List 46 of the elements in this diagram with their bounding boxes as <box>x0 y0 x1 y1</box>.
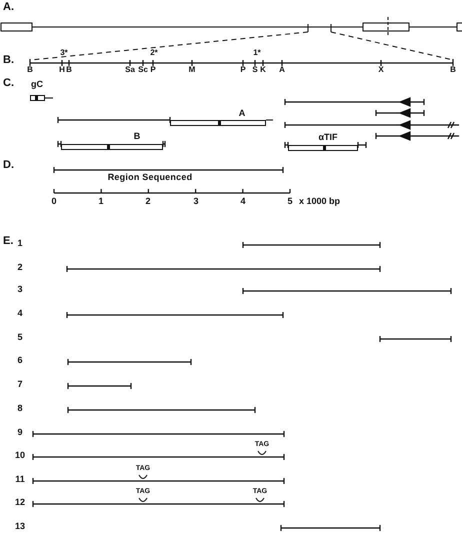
clone-number: 4 <box>18 309 22 318</box>
clone-number: 2 <box>18 263 22 272</box>
clone-number: 5 <box>18 333 22 342</box>
clone-number: 1 <box>18 239 22 248</box>
panel-letter: B. <box>3 55 14 66</box>
scale-tick-label: 0 <box>52 197 56 206</box>
restriction-site-label: A <box>279 66 285 74</box>
clone-number: 12 <box>15 498 25 507</box>
site-marker: 2* <box>150 49 158 57</box>
clone-number: 6 <box>18 356 22 365</box>
clone-number: 10 <box>15 451 25 460</box>
restriction-site-label: B <box>450 66 456 74</box>
panel-letter: A. <box>3 2 14 13</box>
restriction-site-label: B <box>27 66 33 74</box>
restriction-site-label: Sa <box>125 66 135 74</box>
clone-number: 13 <box>15 522 25 531</box>
restriction-site-label: Sc <box>138 66 148 74</box>
restriction-site-label: S <box>252 66 258 74</box>
scale-tick-label: 4 <box>240 197 246 206</box>
gene-label: A <box>238 109 246 118</box>
scale-tick-label: 5 <box>288 197 292 206</box>
clone-number: 11 <box>15 475 25 484</box>
restriction-site-label: B <box>66 66 72 74</box>
site-marker: 1* <box>253 49 261 57</box>
gene-label: αTIF <box>318 133 338 142</box>
gene-label: gC <box>31 80 43 89</box>
restriction-site-label: P <box>150 66 156 74</box>
scale-tick-label: 3 <box>194 197 198 206</box>
region-label: Region Sequenced <box>108 173 192 182</box>
scale-tick-label: 2 <box>146 197 150 206</box>
panel-letter: C. <box>3 78 14 89</box>
clone-number: 8 <box>18 404 22 413</box>
restriction-site-label: M <box>188 66 196 74</box>
panel-letter: E. <box>3 236 14 247</box>
restriction-site-label: H <box>59 66 65 74</box>
scale-tick-label: 1 <box>98 197 104 206</box>
clone-number: 9 <box>18 428 22 437</box>
restriction-site-label: P <box>240 66 246 74</box>
panel-letter: D. <box>3 160 14 171</box>
clone-number: 7 <box>18 380 22 389</box>
restriction-site-label: K <box>260 66 266 74</box>
restriction-site-label: X <box>378 66 384 74</box>
gene-label: B <box>134 132 140 141</box>
scale-unit-label: x 1000 bp <box>299 197 340 206</box>
clone-number: 3 <box>18 285 22 294</box>
site-marker: 3* <box>60 49 68 57</box>
